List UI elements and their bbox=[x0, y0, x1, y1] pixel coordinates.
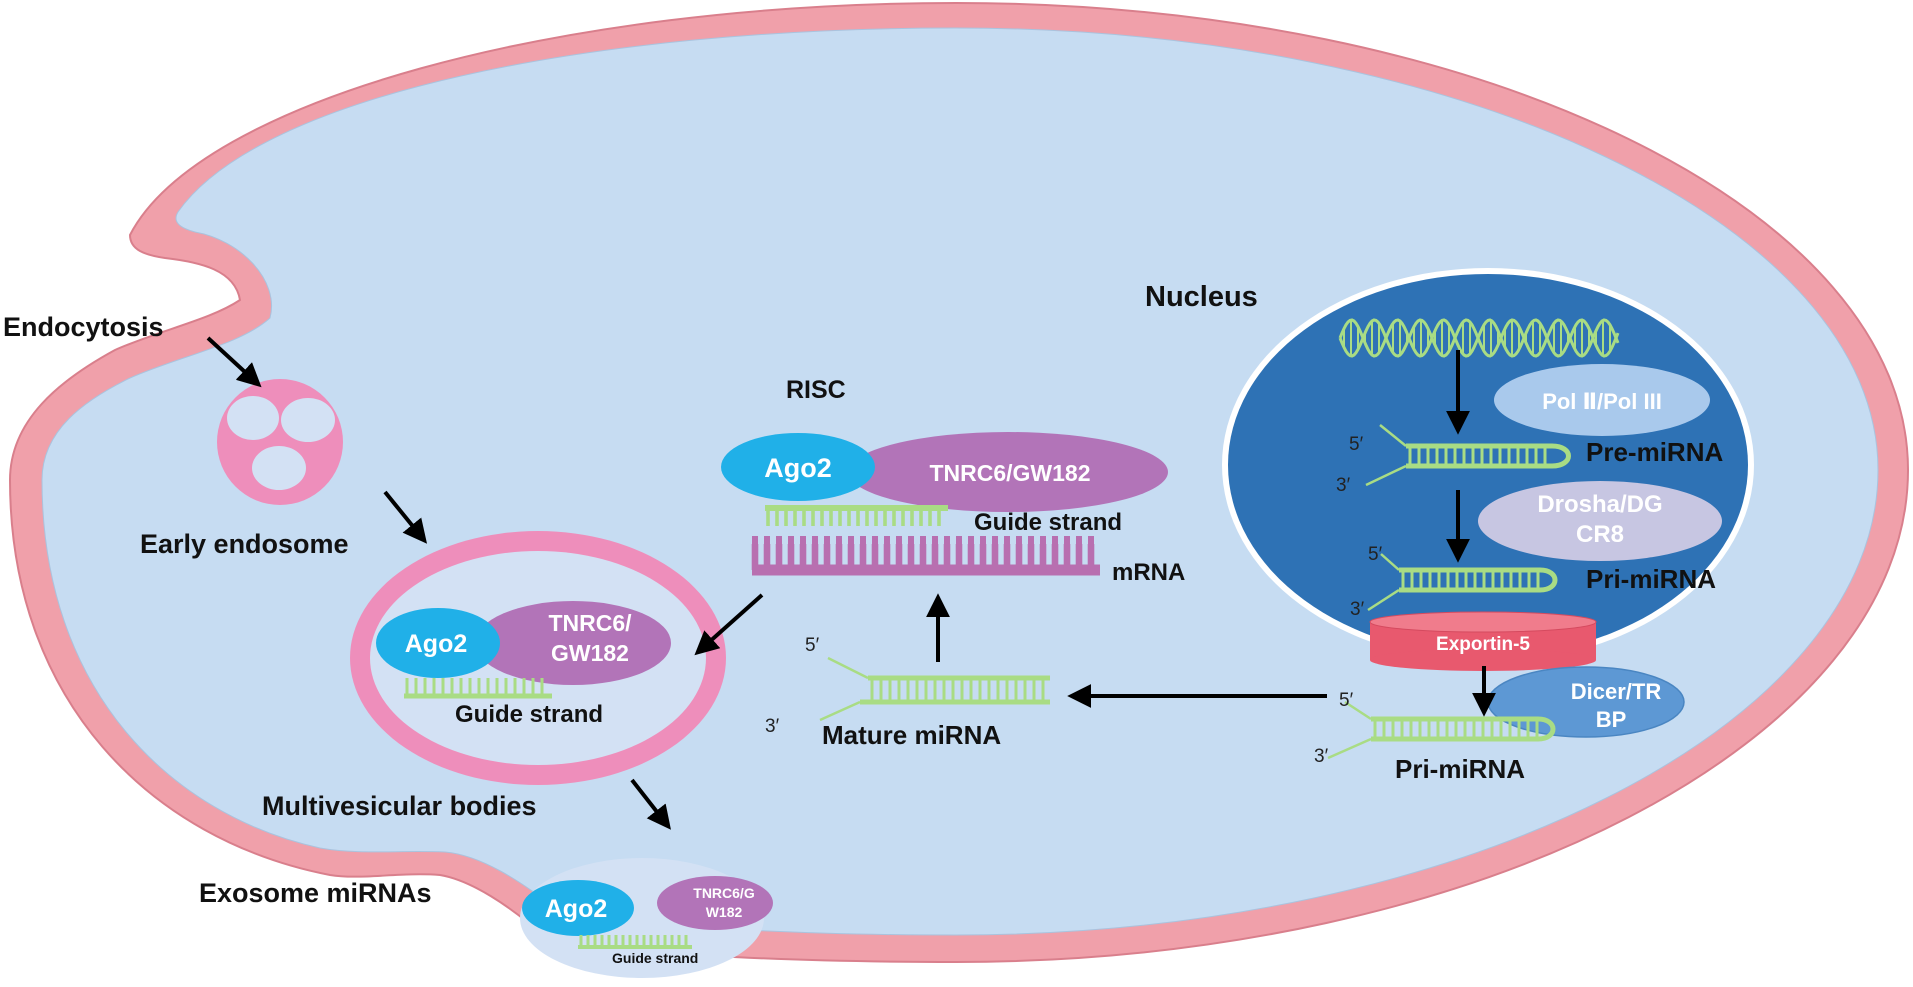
pri-mirna-nucleus-5prime: 5′ bbox=[1368, 544, 1383, 565]
mvb-ago2-protein bbox=[376, 608, 500, 678]
mvb-guide-strand-label: Guide strand bbox=[455, 701, 603, 728]
exo-tnrc6-label-line1: TNRC6/G bbox=[693, 885, 755, 901]
pathway-arrows bbox=[206, 336, 1496, 830]
endosome-vesicle bbox=[252, 446, 306, 490]
dna-strand bbox=[1338, 318, 1620, 358]
mature-mirna-5prime: 5′ bbox=[805, 635, 820, 656]
pre-mirna-label: Pre-miRNA bbox=[1586, 437, 1723, 467]
pri-mirna-nucleus-3prime: 3′ bbox=[1350, 599, 1365, 620]
endocytosis-label: Endocytosis bbox=[3, 312, 164, 342]
mrna-label: mRNA bbox=[1112, 559, 1185, 586]
pri-mirna-cytoplasm-3prime: 3′ bbox=[1314, 746, 1329, 767]
rna-5prime-tail bbox=[827, 656, 869, 680]
drosha-label-line2: CR8 bbox=[1576, 521, 1624, 548]
arrow-endosome-to-mvb bbox=[383, 490, 428, 544]
pol-label: Pol Ⅱ/Pol III bbox=[1542, 389, 1662, 414]
pre-mirna-5prime: 5′ bbox=[1349, 434, 1364, 455]
mvb-guide-strand bbox=[404, 678, 552, 699]
rna-backbone bbox=[1399, 567, 1558, 593]
pre-mirna-3prime: 3′ bbox=[1336, 475, 1351, 496]
dna-helix-icon bbox=[1338, 318, 1620, 358]
exo-guide-strand-label: Guide strand bbox=[612, 950, 698, 966]
pre-mirna-hairpin bbox=[1365, 424, 1571, 487]
pri-mirna-cytoplasm-label: Pri-miRNA bbox=[1395, 754, 1525, 784]
exportin-5-label: Exportin-5 bbox=[1436, 634, 1530, 655]
rna-3prime-tail bbox=[1327, 737, 1372, 760]
risc-tnrc6-protein bbox=[848, 432, 1168, 512]
rna-3prime-tail bbox=[1367, 588, 1400, 612]
dicer-label-line2: BP bbox=[1596, 707, 1627, 732]
pol-complex bbox=[1494, 364, 1710, 436]
mrna-strand bbox=[751, 536, 1100, 576]
dicer-label-line1: Dicer/TR bbox=[1571, 679, 1662, 704]
risc-ago2-protein bbox=[721, 433, 875, 501]
mvb-tnrc6-protein bbox=[475, 601, 671, 685]
mvb-tnrc6-label-line2: GW182 bbox=[551, 640, 629, 666]
mvb-ago2-label: Ago2 bbox=[405, 630, 468, 658]
endosome-vesicle bbox=[227, 396, 279, 440]
rna-5prime-tail bbox=[1379, 424, 1407, 447]
nucleus-label: Nucleus bbox=[1145, 281, 1258, 313]
rna-3prime-tail bbox=[819, 700, 861, 722]
endosome-vesicle bbox=[281, 398, 335, 442]
exo-ago2-protein bbox=[522, 880, 634, 936]
risc-tnrc6-label: TNRC6/GW182 bbox=[929, 460, 1090, 486]
mature-mirna-duplex bbox=[819, 656, 1050, 722]
mature-mirna-3prime: 3′ bbox=[765, 716, 780, 737]
rna-5prime-tail bbox=[1380, 553, 1400, 571]
exo-ago2-label: Ago2 bbox=[545, 895, 608, 923]
mvb-tnrc6-label-line1: TNRC6/ bbox=[548, 610, 632, 636]
rna-3prime-tail bbox=[1365, 464, 1407, 487]
risc-label: RISC bbox=[786, 376, 846, 404]
early-endosome bbox=[217, 379, 343, 505]
pri-mirna-hairpin-cytoplasm bbox=[1327, 700, 1556, 760]
drosha-complex bbox=[1478, 481, 1722, 561]
arrow-mvb-to-exosome bbox=[630, 778, 671, 830]
risc-guide-strand bbox=[765, 505, 948, 526]
exo-tnrc6-label-line2: W182 bbox=[706, 904, 743, 920]
rna-backbone bbox=[1406, 443, 1571, 469]
exo-tnrc6-protein bbox=[657, 876, 773, 930]
exo-guide-strand bbox=[578, 935, 692, 949]
exosome-mirnas-label: Exosome miRNAs bbox=[199, 878, 432, 908]
multivesicular-bodies-label: Multivesicular bodies bbox=[262, 791, 537, 821]
rna-5prime-tail bbox=[1344, 700, 1372, 721]
pri-mirna-hairpin-nucleus bbox=[1367, 553, 1558, 612]
early-endosome-label: Early endosome bbox=[140, 529, 349, 559]
exportin-5-channel bbox=[1369, 611, 1597, 671]
pri-mirna-cytoplasm-5prime: 5′ bbox=[1339, 690, 1354, 711]
pri-mirna-nucleus-label: Pri-miRNA bbox=[1586, 564, 1716, 594]
risc-ago2-label: Ago2 bbox=[764, 453, 832, 483]
drosha-label-line1: Drosha/DG bbox=[1537, 491, 1662, 518]
mature-mirna-label: Mature miRNA bbox=[822, 720, 1001, 750]
risc-guide-strand-label: Guide strand bbox=[974, 509, 1122, 536]
arrow-endocytosis-to-endosome bbox=[206, 336, 262, 388]
arrow-risc-to-mvb bbox=[694, 593, 764, 656]
